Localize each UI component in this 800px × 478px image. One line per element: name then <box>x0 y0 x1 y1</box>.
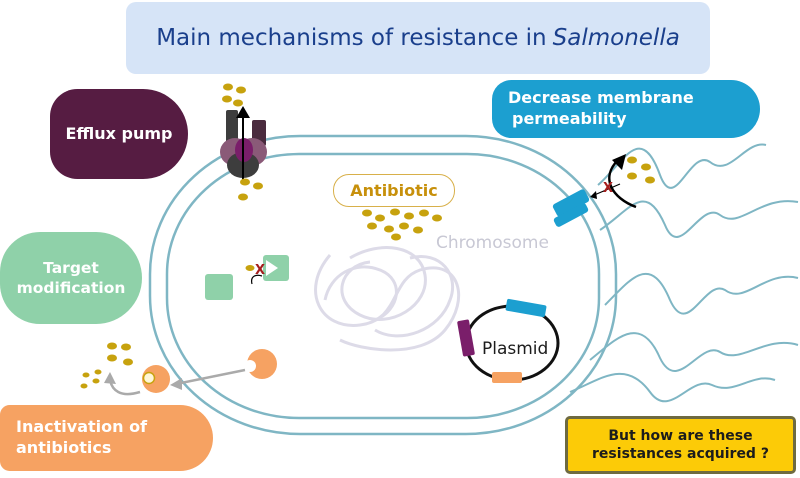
question-line2: resistances acquired ? <box>592 446 769 462</box>
target-protein <box>205 255 289 300</box>
target-line2: modification <box>16 279 126 297</box>
plasmid <box>457 298 560 383</box>
question-box: But how are these resistances acquired ? <box>565 416 796 474</box>
antibiotic-label: Antibiotic <box>333 174 455 207</box>
flagella <box>569 143 799 403</box>
target-line1: Target <box>43 258 99 277</box>
target-modification-label: Target modification <box>0 232 142 324</box>
title-italic: Salmonella <box>552 25 680 51</box>
chromosome-label: Chromosome <box>436 233 549 253</box>
membrane-permeability-label: Decrease membrane permeability <box>492 80 760 138</box>
blocked-mark-porin: X <box>603 181 613 196</box>
antibiotic-text: Antibiotic <box>350 181 438 200</box>
inactivation-line2: antibiotics <box>16 438 112 457</box>
efflux-antibiotic-molecules <box>222 83 263 201</box>
chromosome <box>314 246 461 352</box>
porin-antibiotic-molecules <box>627 156 655 184</box>
membrane-line1: Decrease membrane <box>508 88 694 108</box>
inactivated-antibiotic-fragments <box>80 342 133 389</box>
efflux-pump <box>220 106 267 180</box>
blocked-mark-target: X <box>255 263 265 278</box>
efflux-pump-text: Efflux pump <box>65 123 173 143</box>
inactivation-enzyme <box>104 349 277 396</box>
efflux-pump-label: Efflux pump <box>50 89 188 179</box>
inactivation-line1: Inactivation of <box>16 417 148 437</box>
question-line1: But how are these <box>608 427 753 444</box>
cell-envelope <box>148 134 618 436</box>
blocked-entry-arrow <box>590 154 637 209</box>
membrane-line2: permeability <box>512 109 627 128</box>
plasmid-label: Plasmid <box>482 339 549 359</box>
porin-channel <box>552 189 590 227</box>
title-text: Main mechanisms of resistance in <box>156 25 547 51</box>
antibiotic-molecules <box>362 208 442 241</box>
inactivation-label: Inactivation of antibiotics <box>0 405 213 471</box>
